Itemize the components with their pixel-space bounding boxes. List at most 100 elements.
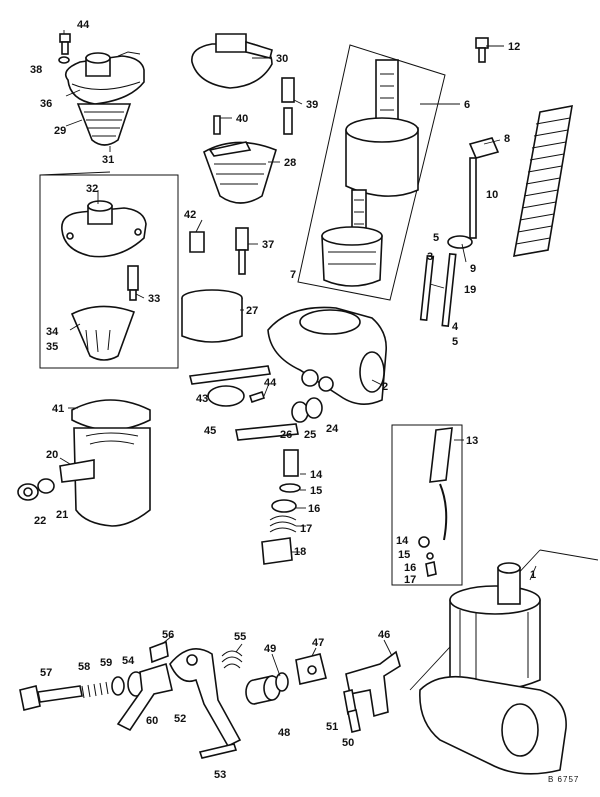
callout-33: 30 [276,53,288,65]
fitting-40 [235,227,249,275]
lever-51 [295,653,327,685]
screw-54-55 [343,689,361,733]
screw-12 [475,37,489,63]
callout-55: 51 [326,721,338,733]
callout-20: 16 [308,503,320,515]
callout-41: 39 [306,99,318,111]
carburettor-body-2 [267,306,388,405]
callout-15: 15 [398,549,410,561]
callout-52: 48 [278,727,290,739]
spindle-47 [189,365,271,385]
washer-53 [275,672,289,692]
callout-58: 54 [122,655,135,667]
throttle-disc-48 [207,385,245,407]
callout-21: 17 [300,523,312,535]
screw-44 [59,33,71,55]
callout-34: 31 [102,154,114,166]
lever-50 [345,650,401,718]
spring-21 [269,515,297,533]
callout-64: 60 [146,715,158,727]
jet-23 [419,253,457,327]
callout-12: 12 [508,41,520,53]
lever-64 [116,662,173,732]
callout-36: 33 [148,293,160,305]
banjo-bolt-26 [17,478,55,501]
float-needle-36 [127,265,139,301]
callout-5: 5 [452,336,458,348]
callout-17: 17 [404,574,416,586]
callout-labels: 44 38 36 29 31 32 33 34 35 30 39 40 28 4… [30,19,536,781]
callout-44: 44 [77,19,90,31]
callout-27: 24 [326,423,339,435]
callout-31: 28 [284,157,296,169]
callout-42: 40 [236,113,248,125]
callout-23: 19 [464,284,476,296]
bolt-57 [198,743,238,759]
clip-60 [149,640,169,664]
callout-37: 34 [46,326,59,338]
callout-26: 22 [34,515,46,527]
callout-35: 32 [86,183,98,195]
lever-56 [169,648,242,748]
spring-62 [81,681,109,699]
piston-7 [321,189,383,287]
fittings-14-17 [418,536,437,577]
callout-39: 36 [40,98,52,110]
callout-53: 49 [264,643,276,655]
damper-8 [468,137,500,239]
callout-38: 35 [46,341,58,353]
callout-28: 25 [304,429,316,441]
float-chamber-43 [59,399,151,527]
float-32 [76,103,132,146]
assembled-carburettor-1 [419,562,567,775]
group-box-left [39,174,179,369]
callout-22: 18 [294,546,306,558]
washer-45 [58,56,70,64]
suction-chamber-33 [191,33,273,89]
callout-7: 7 [290,269,296,281]
pin-61 [19,685,83,711]
callout-1: 1 [530,569,536,581]
callout-19: 15 [310,485,322,497]
callout-62: 58 [78,661,90,673]
callout-30: 27 [246,305,258,317]
callout-54: 50 [342,737,354,749]
callout-24: 20 [46,449,58,461]
piston-dashpot-6 [345,59,419,197]
float-chamber-lid-35 [61,200,147,258]
group-box-piston [297,44,446,301]
spindle-29 [235,423,299,441]
callout-4: 4 [452,321,459,333]
washer-9 [447,235,473,249]
washer-19-20 [271,483,301,513]
clip-46 [189,231,205,253]
callout-43: 41 [52,403,64,415]
callout-6: 6 [464,99,470,111]
screw-49 [248,390,266,404]
callout-10: 10 [486,189,498,201]
callout-50: 46 [378,629,390,641]
float-chamber-lid-39 [64,52,145,105]
callout-40: 37 [262,239,274,251]
bushes-27-28 [291,397,323,423]
callout-5-top: 5 [433,232,439,244]
cylinder-30 [181,289,243,343]
leader-lines [39,30,537,677]
callout-57: 53 [214,769,226,781]
callout-3: 3 [427,251,433,263]
callout-25: 21 [56,509,68,521]
callout-51: 47 [312,637,324,649]
callout-32: 29 [54,125,66,137]
callout-47: 43 [196,393,208,405]
callout-61: 57 [40,667,52,679]
callout-60: 56 [162,629,174,641]
reference-code: B 6757 [548,775,579,784]
spring-59 [221,650,243,669]
spring-10 [513,105,573,257]
group-box-choke [391,424,463,586]
nut-22 [261,537,293,565]
callout-2: 2 [382,381,388,393]
callout-16: 16 [404,562,416,574]
callout-13: 13 [466,435,478,447]
